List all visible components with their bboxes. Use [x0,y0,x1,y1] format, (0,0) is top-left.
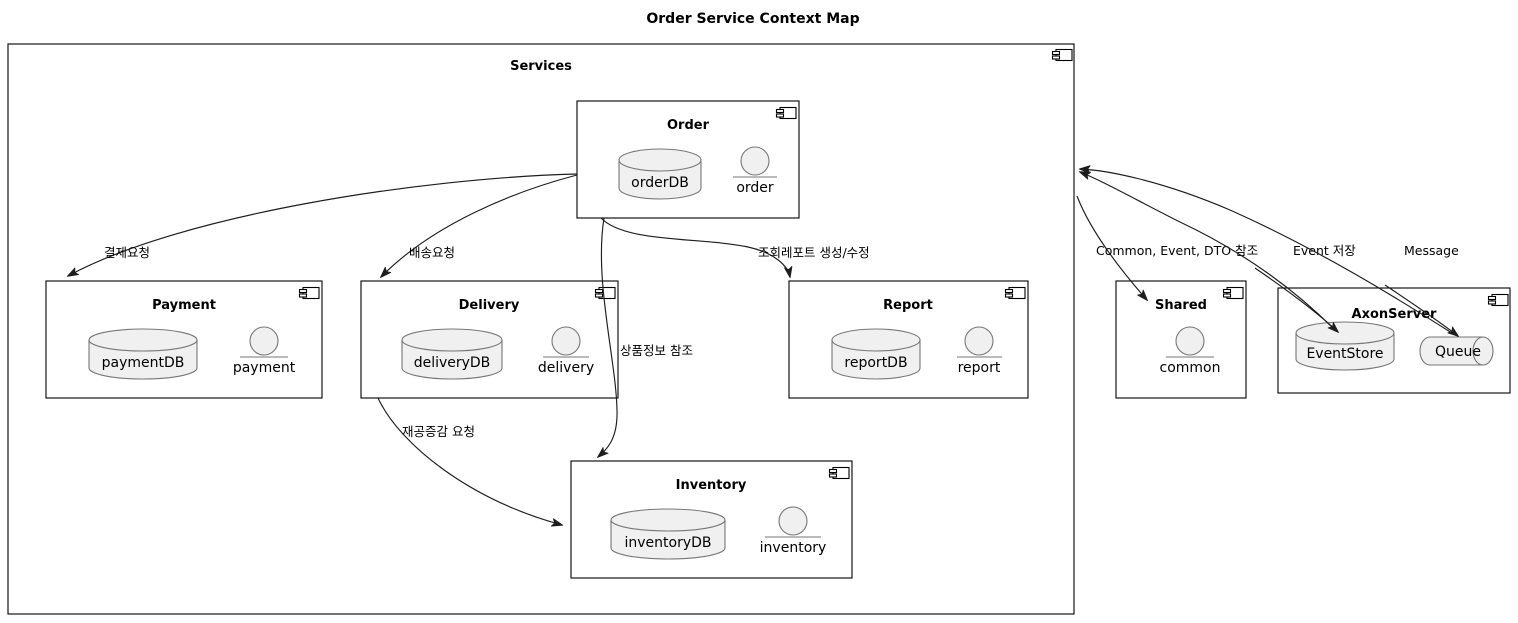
edge-delivery-inventory-label: 재공증감 요청 [402,424,475,439]
queue-label: Queue [1435,344,1481,360]
edge-eventstore-arrowhead [1254,267,1339,333]
component-icon [1051,48,1073,62]
database-reportdb-label: reportDB [844,355,907,371]
interface-delivery: delivery [538,326,594,376]
component-icon [298,286,320,300]
database-deliverydb: deliveryDB [401,328,503,380]
interface-inventory-label: inventory [760,540,827,556]
edge-order-report-label: 조회레포트 생성/수정 [758,245,870,260]
database-eventstore-label: EventStore [1306,346,1383,362]
diagram-title: Order Service Context Map [646,11,859,27]
component-icon [594,286,616,300]
edge-services-shared-label: Common, Event, DTO 참조 [1096,243,1258,258]
interface-payment: payment [233,326,296,376]
database-paymentdb-label: paymentDB [102,355,185,371]
edge-queue-arrowhead [1384,284,1460,337]
component-icon [775,106,797,120]
edge-order-delivery-label: 배송요청 [409,245,455,260]
database-reportdb: reportDB [831,328,921,380]
edge-delivery-inventory [377,397,564,527]
interface-inventory: inventory [760,506,827,556]
interface-common-label: common [1160,360,1221,376]
interface-order: order [733,146,777,196]
component-inventory[interactable]: Inventory inventoryDB inventory [570,460,853,579]
edge-order-payment [66,173,578,277]
interface-payment-label: payment [233,360,296,376]
component-order[interactable]: Order orderDB order [576,100,800,219]
component-icon [1487,293,1509,307]
database-paymentdb: paymentDB [88,328,198,380]
database-inventorydb: inventoryDB [610,508,726,560]
component-delivery[interactable]: Delivery deliveryDB delivery [360,280,619,399]
interface-order-label: order [736,180,774,196]
edge-order-report [600,217,793,279]
component-order-title: Order [667,118,710,133]
edge-services-shared [1076,195,1148,302]
database-orderdb-label: orderDB [631,175,689,191]
component-payment-title: Payment [152,298,216,313]
package-services-label: Services [510,59,572,74]
component-delivery-title: Delivery [459,298,520,313]
database-eventstore: EventStore [1295,321,1395,371]
database-inventorydb-label: inventoryDB [624,535,711,551]
component-report[interactable]: Report reportDB report [788,280,1029,399]
edge-order-inventory [596,217,618,458]
edge-eventstore-services [1078,171,1336,331]
interface-delivery-label: delivery [538,360,594,376]
component-payment[interactable]: Payment paymentDB payment [45,280,323,399]
edge-order-delivery [380,174,578,278]
interface-common: common [1160,326,1221,376]
queue-shape: Queue [1419,336,1494,366]
component-axonserver[interactable]: AxonServer EventStore Queue [1277,287,1511,394]
database-deliverydb-label: deliveryDB [414,355,491,371]
component-shared-title: Shared [1155,298,1207,313]
edge-queue-services [1078,165,1456,336]
interface-report-label: report [958,360,1001,376]
component-icon [828,466,850,480]
edge-eventstore-services-label: Event 저장 [1293,243,1356,258]
component-icon [1004,286,1026,300]
edge-queue-services-label: Message [1404,243,1459,258]
edge-order-payment-label: 결제요청 [104,245,150,260]
component-inventory-title: Inventory [676,478,747,493]
component-shared[interactable]: Shared common [1115,280,1247,399]
database-orderdb: orderDB [618,148,702,200]
interface-report: report [957,326,1002,376]
edge-order-inventory-label: 상품정보 참조 [620,343,693,358]
component-axonserver-title: AxonServer [1352,307,1438,322]
component-icon [1222,286,1244,300]
component-report-title: Report [883,298,933,313]
